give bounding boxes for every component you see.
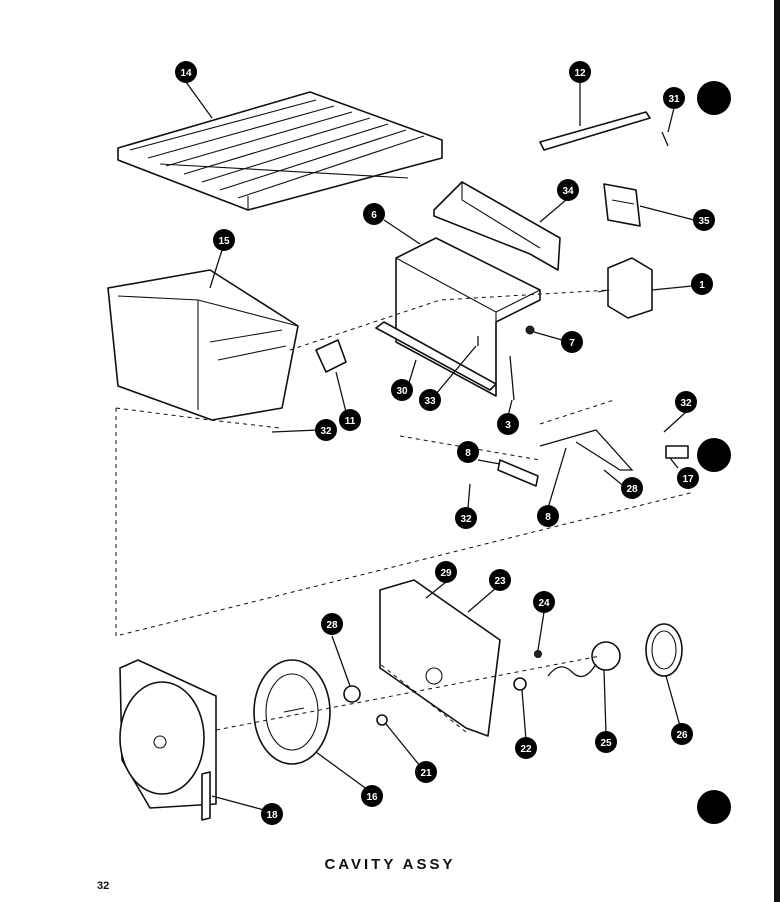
callout-label: 3 [505,420,511,431]
part-blower-housing [119,659,217,821]
callout-label: 28 [326,620,338,631]
part-spring [547,641,621,678]
callout-label: 29 [440,568,452,579]
callout-32-c: 32 [455,507,477,529]
callout-label: 28 [626,484,638,495]
part-bracket-8 [497,459,539,487]
callout-23: 23 [489,569,511,591]
binder-hole-bottom [697,790,731,824]
callout-label: 32 [680,398,692,409]
part-fan-wheel [253,659,331,765]
callout-1: 1 [691,273,713,295]
callout-label: 11 [345,416,356,427]
part-rod-8 [539,429,634,471]
callout-29: 29 [435,561,457,583]
diagram-caption: CAVITY ASSY [324,856,456,873]
part-washer-21 [376,714,388,726]
callout-21: 21 [415,761,437,783]
binder-hole-top [697,81,731,115]
callout-label: 31 [668,94,680,105]
part-shelf-grille [117,91,443,211]
callout-16: 16 [361,785,383,807]
callout-label: 6 [371,210,377,221]
callout-label: 23 [494,576,506,587]
callout-8-a: 8 [457,441,479,463]
callout-label: 22 [520,744,532,755]
part-strip [539,111,651,151]
callout-label: 1 [699,280,705,291]
part-screw-24 [534,650,542,658]
callout-label: 33 [424,396,436,407]
callout-label: 14 [180,68,192,79]
callout-32-a: 32 [315,419,337,441]
part-ring-28 [343,685,361,703]
callout-28-b: 28 [321,613,343,635]
part-cover [645,623,683,677]
part-nut-7 [525,325,535,335]
callout-label: 21 [420,768,432,779]
part-bracket-34 [433,181,561,271]
part-fan-bracket-11 [315,339,347,373]
callout-label: 8 [465,448,471,459]
callout-label: 30 [396,386,408,397]
part-screw-31 [661,131,669,147]
callout-label: 35 [698,216,710,227]
callout-17: 17 [677,467,699,489]
part-clip-35 [603,183,641,227]
callout-label: 8 [545,512,551,523]
callout-25: 25 [595,731,617,753]
part-baffle-plate [379,579,501,737]
callout-7: 7 [561,331,583,353]
callout-14: 14 [175,61,197,83]
page-edge [774,0,780,902]
callout-label: 16 [366,792,378,803]
page-number: 32 [97,880,110,892]
callout-label: 25 [600,738,612,749]
callout-30: 30 [391,379,413,401]
callout-markers: 14 12 31 6 34 35 15 1 7 11 30 33 3 32 32… [175,61,715,825]
callout-22: 22 [515,737,537,759]
callout-15: 15 [213,229,235,251]
callout-26: 26 [671,723,693,745]
callout-label: 32 [460,514,472,525]
part-switch-17 [665,445,689,459]
callout-label: 32 [320,426,332,437]
part-motor [597,257,653,319]
callout-31: 31 [663,87,685,109]
callout-28-a: 28 [621,477,643,499]
callout-18: 18 [261,803,283,825]
callout-11: 11 [339,409,361,431]
assembly-guide-lines [115,289,695,733]
binder-hole-middle [697,438,731,472]
part-nut-22 [513,677,527,691]
callout-label: 17 [682,474,694,485]
callout-label: 12 [574,68,586,79]
callout-label: 34 [562,186,574,197]
callout-label: 15 [218,236,230,247]
callout-label: 24 [538,598,550,609]
callout-label: 7 [569,338,575,349]
callout-34: 34 [557,179,579,201]
callout-3: 3 [497,413,519,435]
callout-6: 6 [363,203,385,225]
callout-32-b: 32 [675,391,697,413]
part-duct-housing [107,269,299,421]
part-rail-30 [375,321,497,391]
callout-label: 26 [676,730,688,741]
callout-35: 35 [693,209,715,231]
callout-8-b: 8 [537,505,559,527]
callout-label: 18 [266,810,278,821]
callout-12: 12 [569,61,591,83]
leader-lines [185,81,695,811]
part-rod-3 [509,355,515,401]
callout-24: 24 [533,591,555,613]
callout-33: 33 [419,389,441,411]
